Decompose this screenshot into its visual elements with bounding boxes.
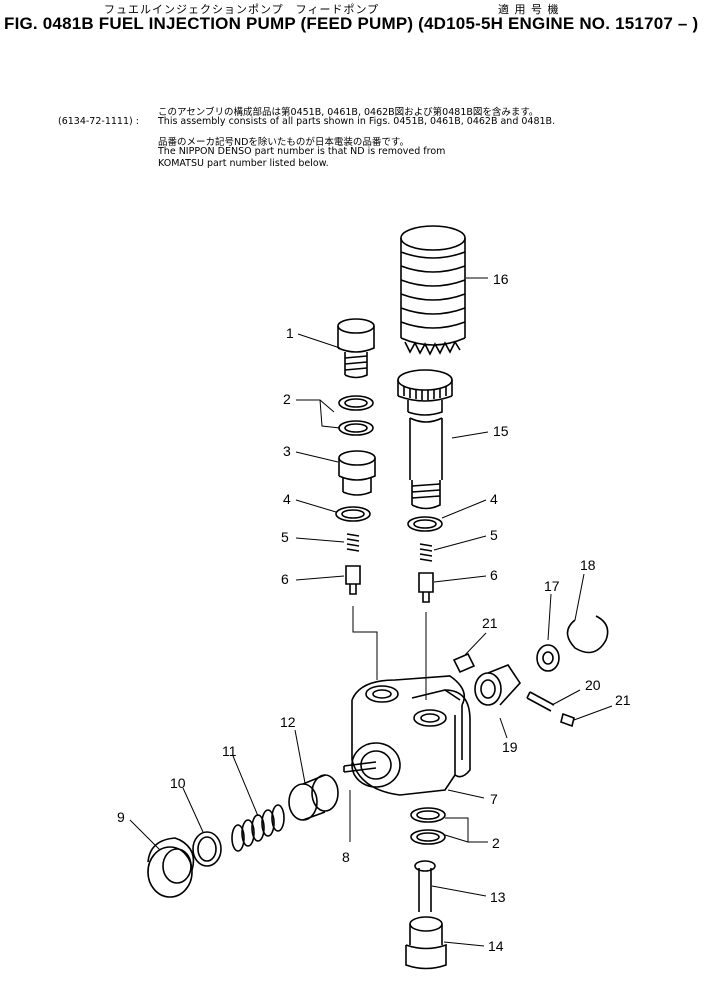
part-4-gaskets bbox=[335, 506, 443, 532]
callout-leader-lines bbox=[129, 277, 613, 947]
callout-6: 6 bbox=[281, 571, 289, 587]
part-11-spring bbox=[231, 804, 285, 852]
callout-6b: 6 bbox=[490, 567, 498, 583]
callout-14: 14 bbox=[488, 938, 504, 954]
part-13-bolt bbox=[414, 860, 436, 912]
callout-15: 15 bbox=[493, 423, 509, 439]
assembly-note-en: This assembly consists of all parts show… bbox=[158, 116, 556, 127]
callout-13: 13 bbox=[490, 889, 506, 905]
callout-12: 12 bbox=[280, 714, 296, 730]
part-5-springs bbox=[346, 533, 433, 562]
callout-10: 10 bbox=[170, 775, 186, 791]
callout-20: 20 bbox=[585, 677, 601, 693]
callout-2b: 2 bbox=[492, 835, 500, 851]
callout-9: 9 bbox=[117, 809, 125, 825]
part-2-gaskets-upper bbox=[338, 395, 374, 436]
callout-1: 1 bbox=[286, 325, 294, 341]
callout-18: 18 bbox=[580, 557, 596, 573]
callout-11: 11 bbox=[222, 743, 237, 759]
callout-2: 2 bbox=[283, 391, 291, 407]
callout-3: 3 bbox=[283, 443, 291, 459]
callout-labels: 1 2 3 4 5 6 16 15 4 5 6 18 17 21 20 21 1… bbox=[117, 271, 631, 954]
callout-4b: 4 bbox=[490, 491, 498, 507]
part-16-cap bbox=[400, 225, 466, 356]
part-19-tappet bbox=[474, 664, 522, 706]
assembly-note-jp: このアセンブリの構成部品は第0451B, 0461B, 0462B図および第04… bbox=[158, 107, 539, 118]
callout-17: 17 bbox=[544, 578, 560, 594]
part-20-pin bbox=[526, 691, 555, 712]
part-21-bolts bbox=[452, 652, 575, 728]
part-12-piston bbox=[288, 774, 339, 821]
denso-note-en-1: The NIPPON DENSO part number is that ND … bbox=[158, 146, 446, 157]
part-15-priming-pump bbox=[397, 369, 453, 510]
applicable-serial-label: 適 用 号 機 bbox=[498, 3, 560, 16]
callout-8: 8 bbox=[342, 849, 350, 865]
callout-7: 7 bbox=[490, 791, 498, 807]
part-3-connector bbox=[338, 450, 376, 496]
callout-19: 19 bbox=[502, 739, 518, 755]
part-10-gasket bbox=[192, 831, 222, 867]
figure-title: FIG. 0481B FUEL INJECTION PUMP (FEED PUM… bbox=[4, 14, 699, 33]
callout-16: 16 bbox=[493, 271, 509, 287]
part-7-pump-body bbox=[351, 675, 471, 796]
denso-note-jp: 品番のメーカ記号NDを除いたものが日本電装の品番です。 bbox=[158, 137, 409, 148]
denso-note-en-2: KOMATSU part number listed below. bbox=[158, 158, 329, 169]
callout-21b: 21 bbox=[615, 692, 631, 708]
callout-5: 5 bbox=[281, 529, 289, 545]
callout-5b: 5 bbox=[490, 527, 498, 543]
assembly-part-number: (6134-72-1111) : bbox=[58, 116, 139, 127]
part-18-snap-ring bbox=[566, 615, 609, 654]
part-14-eye-bolt bbox=[405, 916, 447, 970]
japanese-title: フュエルインジェクションポンプ フィードポンプ bbox=[104, 3, 380, 16]
part-9-nut bbox=[147, 837, 195, 898]
part-1-plug bbox=[337, 318, 375, 379]
part-2-gaskets-lower bbox=[410, 807, 446, 845]
callout-4: 4 bbox=[283, 491, 291, 507]
callout-21: 21 bbox=[482, 615, 498, 631]
part-8-shaft bbox=[343, 761, 377, 842]
part-6-valves bbox=[345, 565, 434, 700]
part-17-roller bbox=[536, 644, 560, 672]
